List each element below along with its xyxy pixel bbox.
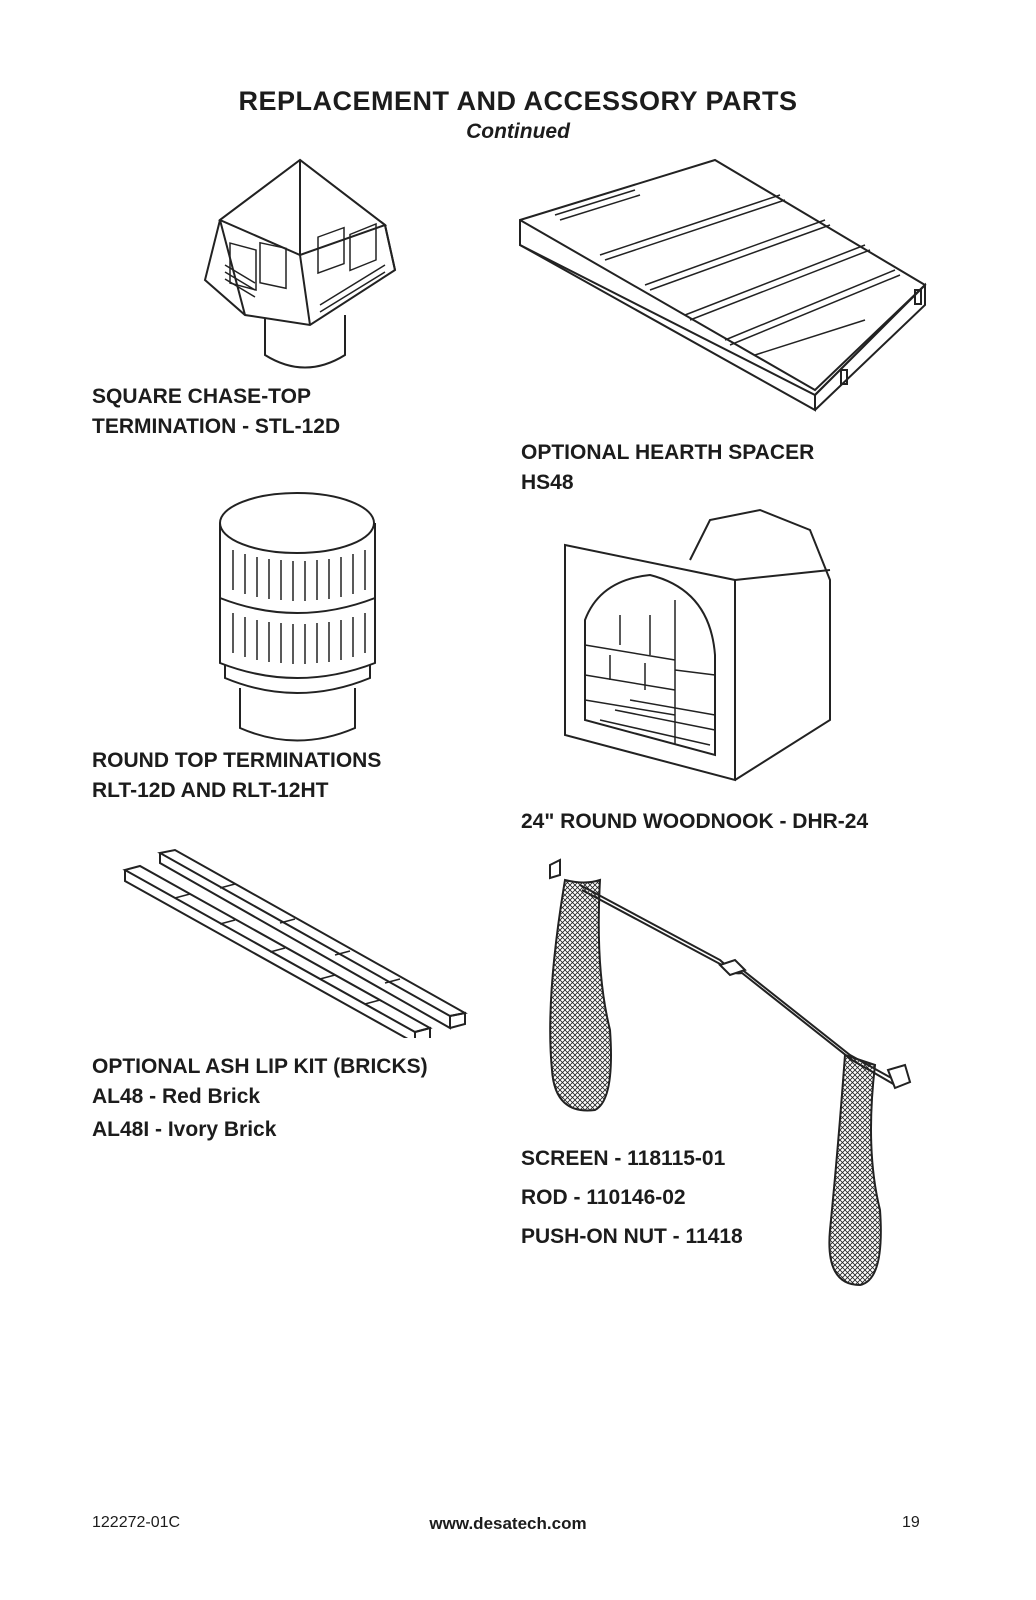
page-title: REPLACEMENT AND ACCESSORY PARTS bbox=[238, 86, 798, 116]
woodnook-illustration bbox=[564, 508, 831, 782]
round-top-label: ROUND TOP TERMINATIONS RLT-12D AND RLT-1… bbox=[92, 746, 381, 806]
round-top-termination-illustration bbox=[219, 492, 376, 742]
website-link[interactable]: www.desatech.com bbox=[429, 1514, 587, 1533]
screen-label: SCREEN - 118115-01 ROD - 110146-02 PUSH-… bbox=[521, 1144, 743, 1252]
screen-line1: SCREEN - 118115-01 bbox=[521, 1147, 726, 1170]
round-top-line1: ROUND TOP TERMINATIONS bbox=[92, 749, 382, 772]
hearth-spacer-illustration bbox=[519, 158, 927, 412]
page-number: 19 bbox=[902, 1514, 920, 1531]
ash-lip-line1: OPTIONAL ASH LIP KIT (BRICKS) bbox=[92, 1055, 428, 1078]
woodnook-label: 24" ROUND WOODNOOK - DHR-24 bbox=[521, 807, 868, 837]
hearth-spacer-label: OPTIONAL HEARTH SPACER HS48 bbox=[521, 438, 814, 498]
page-subtitle: Continued bbox=[466, 120, 570, 143]
hearth-spacer-line2: HS48 bbox=[521, 471, 574, 494]
document-number: 122272-01C bbox=[92, 1514, 181, 1531]
chase-top-label: SQUARE CHASE-TOP TERMINATION - STL-12D bbox=[92, 382, 340, 442]
ash-lip-line3: AL48I - Ivory Brick bbox=[92, 1118, 277, 1141]
screen-line3: PUSH-ON NUT - 11418 bbox=[521, 1225, 743, 1248]
woodnook-line1: 24" ROUND WOODNOOK - DHR-24 bbox=[521, 810, 869, 833]
round-top-line2: RLT-12D AND RLT-12HT bbox=[92, 779, 329, 802]
chase-top-line1: SQUARE CHASE-TOP bbox=[92, 385, 311, 408]
ash-lip-line2: AL48 - Red Brick bbox=[92, 1085, 261, 1108]
chase-top-line2: TERMINATION - STL-12D bbox=[92, 415, 341, 438]
ash-lip-bricks-illustration bbox=[122, 848, 468, 1038]
square-chase-top-illustration bbox=[203, 158, 397, 369]
screen-rod-illustration bbox=[549, 858, 912, 1287]
screen-line2: ROD - 110146-02 bbox=[521, 1186, 686, 1209]
hearth-spacer-line1: OPTIONAL HEARTH SPACER bbox=[521, 441, 815, 464]
ash-lip-label: OPTIONAL ASH LIP KIT (BRICKS) AL48 - Red… bbox=[92, 1052, 428, 1145]
